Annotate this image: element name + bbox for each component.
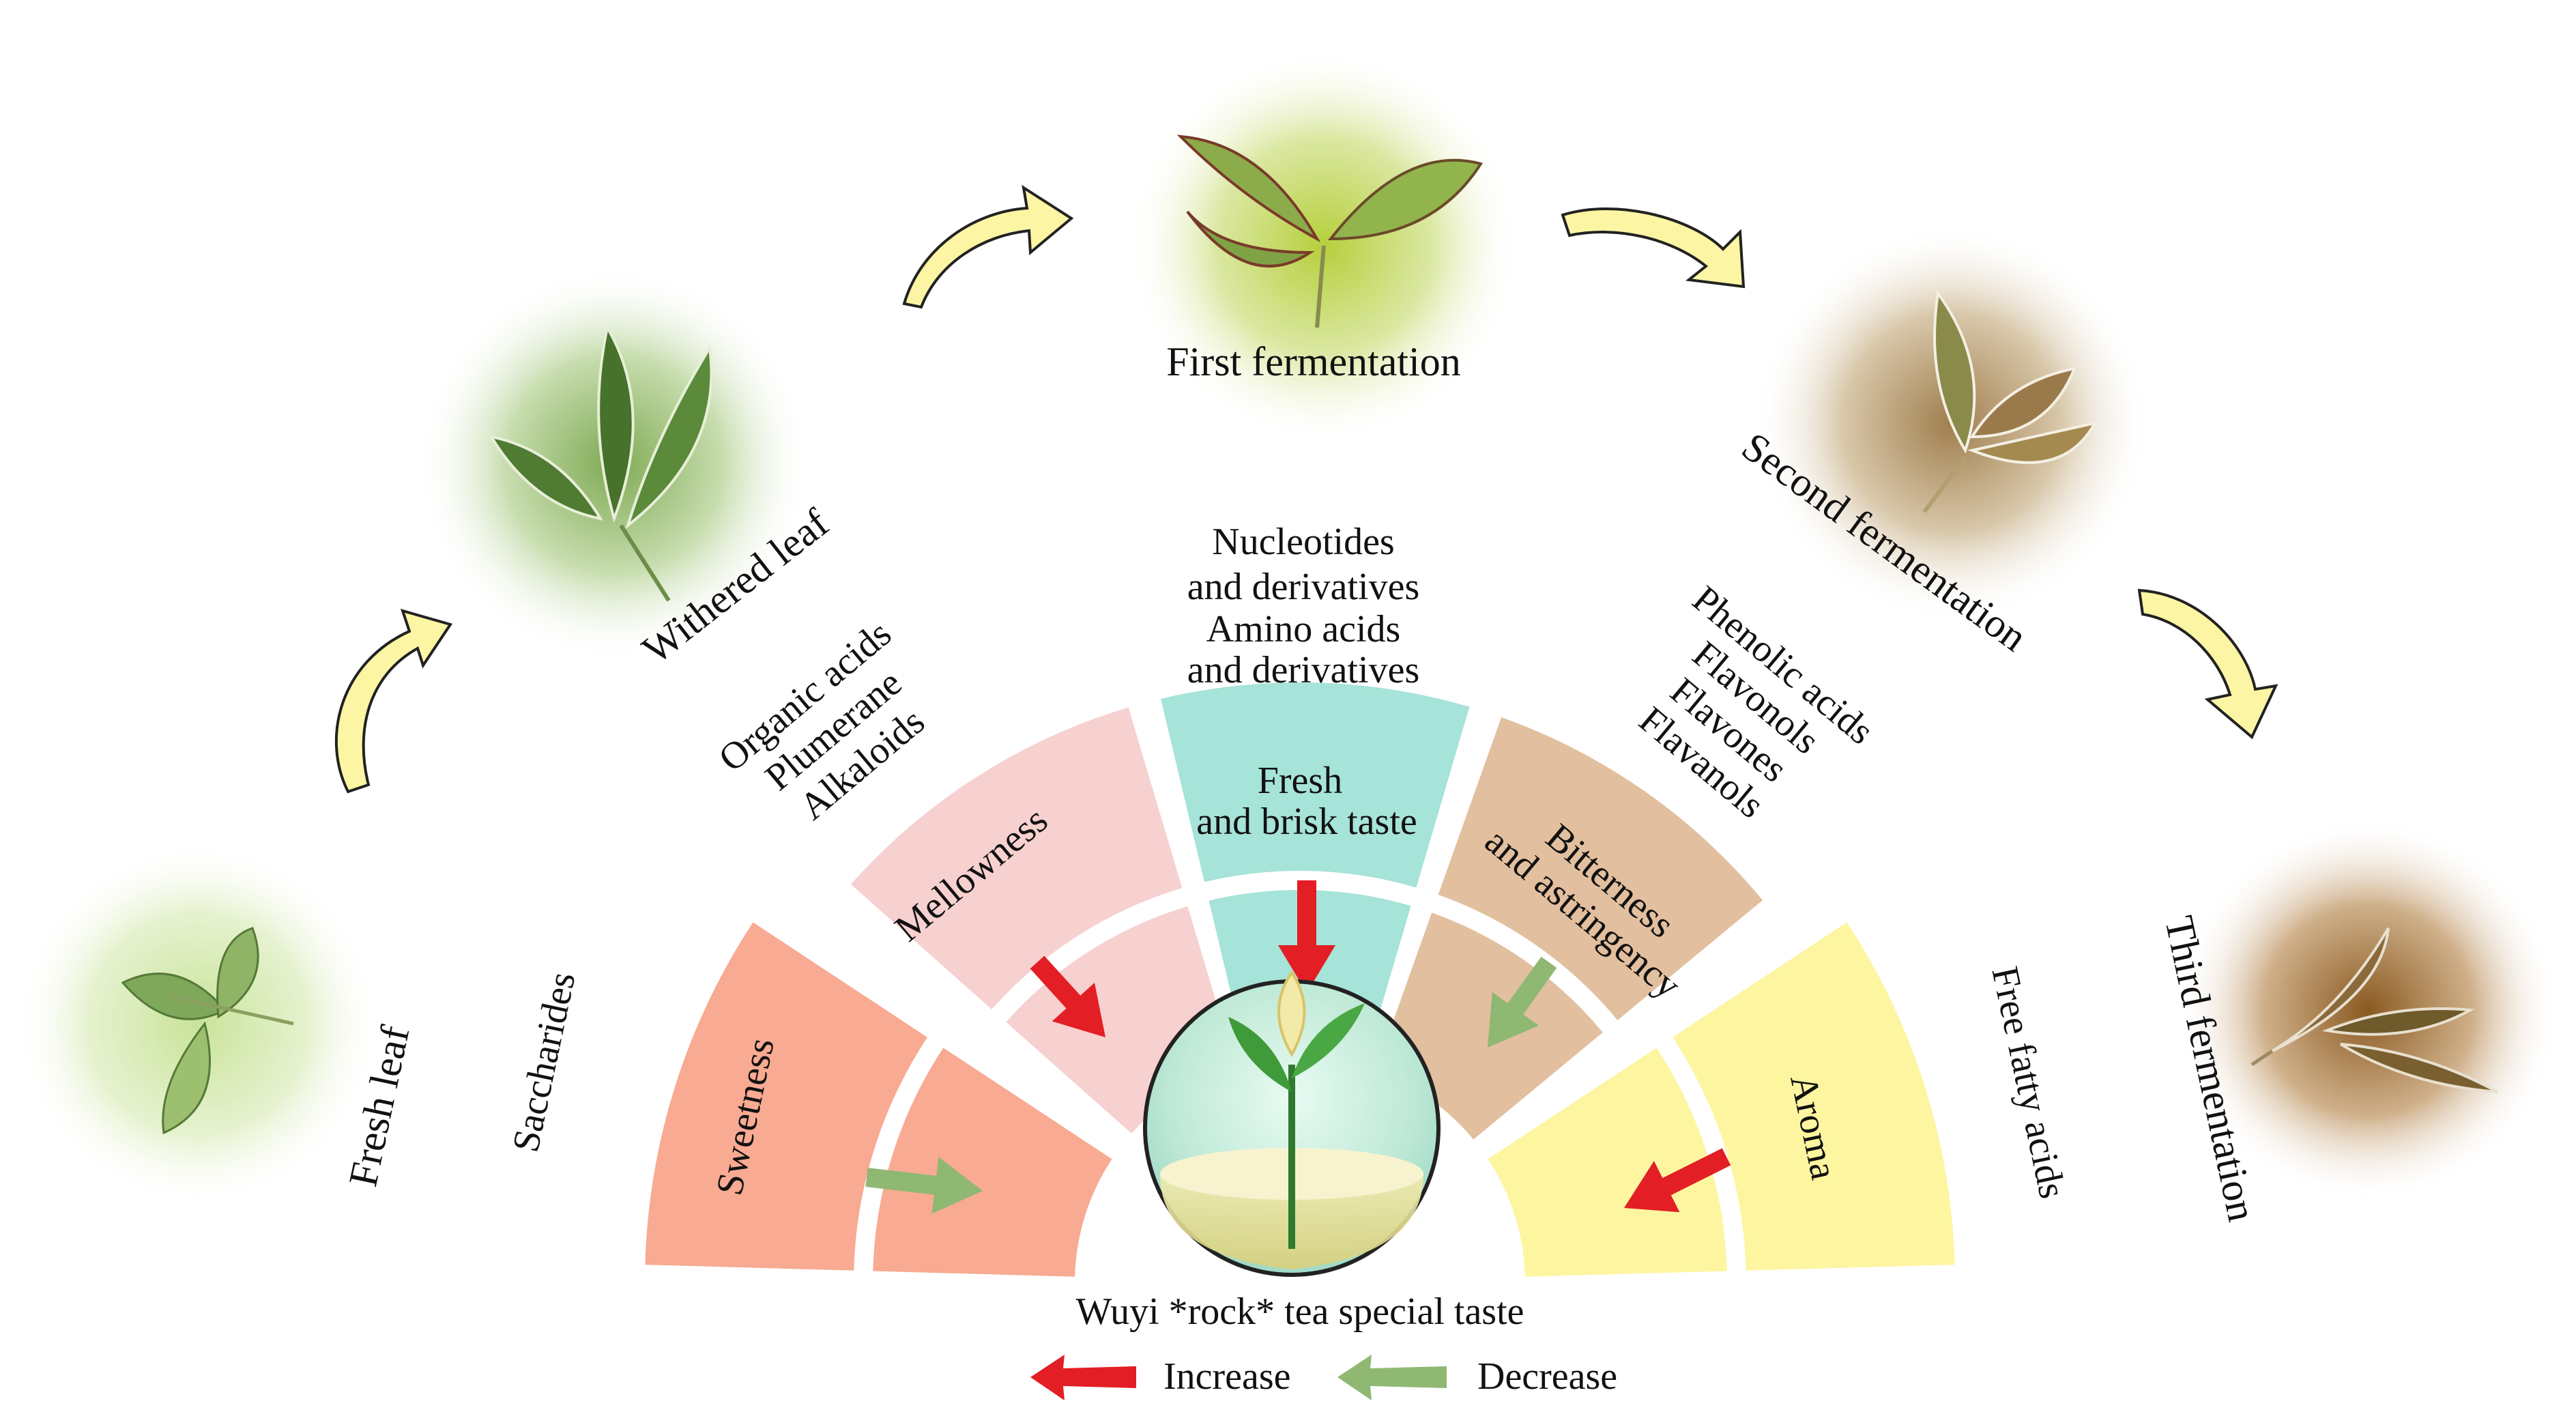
center-caption: Wuyi *rock* tea special taste: [1075, 1291, 1524, 1333]
withered-leaf-icon: [488, 323, 713, 602]
effect-arrows: [865, 880, 1731, 1214]
effect-arrow-nucleotides: [1278, 880, 1335, 993]
legend-decrease-label: Decrease: [1477, 1355, 1617, 1398]
legend-increase-arrow: [1030, 1355, 1136, 1400]
compound-line: and derivatives: [1187, 566, 1420, 608]
compound-line: Nucleotides: [1212, 521, 1394, 563]
effect-arrow-phenolic: [1488, 956, 1557, 1048]
compound-segment-fatty: [1672, 922, 1955, 1271]
legend-increase-label: Increase: [1163, 1355, 1291, 1398]
compound-segment-nucleotides: [1161, 682, 1470, 888]
third-fermentation-halo: [2177, 819, 2559, 1201]
progress-arrow-1: [334, 609, 453, 794]
compound-segment-saccharides: [645, 922, 928, 1271]
taste-line: Fresh: [1258, 760, 1342, 802]
compound-label-free-fatty-acids: Free fatty acids: [1983, 963, 2073, 1202]
legend: Increase Decrease: [1030, 1355, 1617, 1400]
effect-arrow-saccharides: [865, 1157, 983, 1214]
effect-arrow-fatty: [1624, 1148, 1731, 1213]
second-fermentation-leaf-icon: [1922, 289, 2098, 513]
compound-segment-organic: [850, 707, 1183, 1009]
fresh-leaf-icon: [121, 927, 294, 1135]
progress-arrow-3: [1561, 207, 1746, 289]
legend-decrease-arrow: [1337, 1355, 1447, 1400]
progress-arrow-2: [902, 184, 1074, 309]
third-fermentation-leaf-icon: [2251, 927, 2498, 1093]
compound-label-saccharides: Saccharides: [504, 968, 583, 1155]
compound-label-nucleotides: Nucleotides and derivatives Amino acids …: [1187, 521, 1420, 691]
effect-arrow-organic: [1030, 955, 1105, 1037]
compound-segment-phenolic: [1438, 717, 1763, 1020]
taste-line: and brisk taste: [1196, 801, 1417, 843]
taste-segment-saccharides: [873, 1048, 1112, 1277]
compound-line: Amino acids: [1206, 608, 1401, 650]
fresh-leaf-halo: [14, 839, 382, 1208]
taste-segment-fatty: [1488, 1048, 1727, 1277]
compound-line: and derivatives: [1187, 649, 1420, 691]
tea-cup-illustration: [1143, 970, 1441, 1277]
compound-label-organic: Organic acids Plumerane Alkaloids: [711, 612, 933, 828]
first-fermentation-leaf-icon: [1176, 134, 1484, 328]
taste-label-fresh-brisk: Fresh and brisk taste: [1196, 760, 1417, 843]
progress-arrow-4: [2137, 588, 2278, 740]
stage-label-first-fermentation: First fermentation: [1166, 339, 1461, 384]
